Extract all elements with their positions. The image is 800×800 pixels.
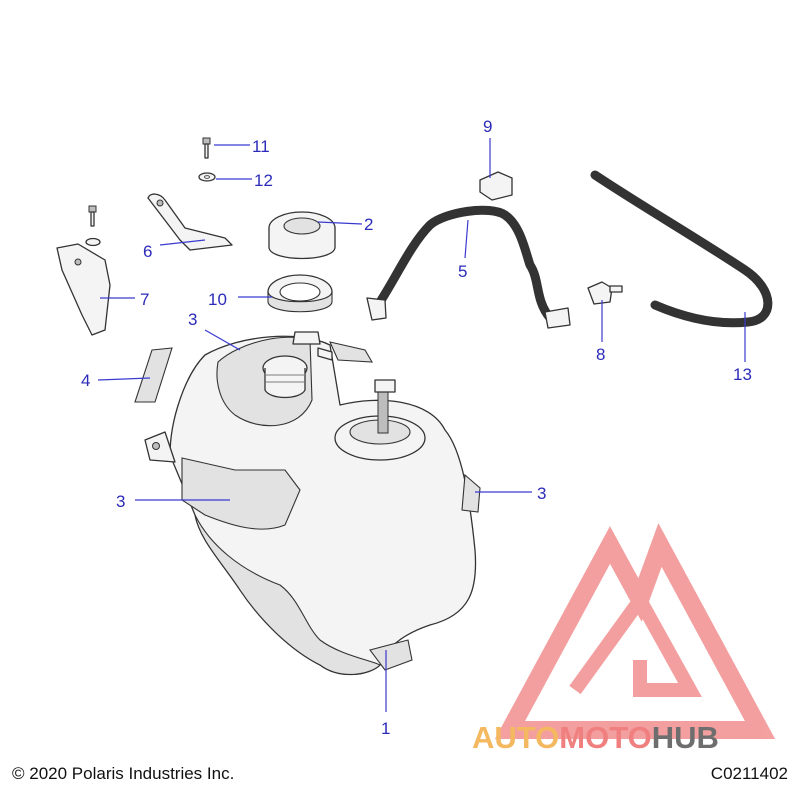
callout-5: 5: [458, 262, 467, 281]
callout-1: 1: [381, 719, 390, 738]
valve-8: [587, 281, 623, 305]
vent-hose-5: [366, 205, 571, 329]
callout-9: 9: [483, 117, 492, 136]
bolt-11: [202, 137, 211, 159]
callout-4: 4: [81, 371, 90, 390]
callout-3-left: 3: [116, 492, 125, 511]
callout-12: 12: [254, 171, 273, 190]
callout-8: 8: [596, 345, 605, 364]
fuel-tank: [144, 331, 481, 676]
pad-4: [134, 347, 173, 403]
callout-6: 6: [143, 242, 152, 261]
filler-gasket: [267, 274, 333, 313]
bolt-left: [85, 205, 101, 247]
bracket-6: [147, 193, 233, 251]
callout-3-top: 3: [188, 310, 197, 329]
watermark-text: AUTOMOTOHUB: [472, 720, 719, 755]
callout-2: 2: [364, 215, 373, 234]
clip-9: [479, 171, 513, 201]
hose-13: [590, 170, 773, 328]
callout-13: 13: [733, 365, 752, 384]
watermark-hub: HUB: [652, 720, 719, 755]
fuel-cap: [268, 211, 336, 260]
leader-lines: [97, 138, 746, 712]
copyright-text: © 2020 Polaris Industries Inc.: [12, 764, 235, 783]
callout-3-right: 3: [537, 484, 546, 503]
watermark-moto: MOTO: [559, 720, 651, 755]
callout-11: 11: [252, 137, 270, 156]
callout-10: 10: [208, 290, 227, 309]
diagram-code: C0211402: [710, 764, 788, 783]
bracket-7: [56, 243, 111, 336]
watermark-auto: AUTO: [472, 720, 559, 755]
washer-12: [198, 172, 216, 182]
watermark-logo: [494, 523, 776, 739]
callout-7: 7: [140, 290, 149, 309]
